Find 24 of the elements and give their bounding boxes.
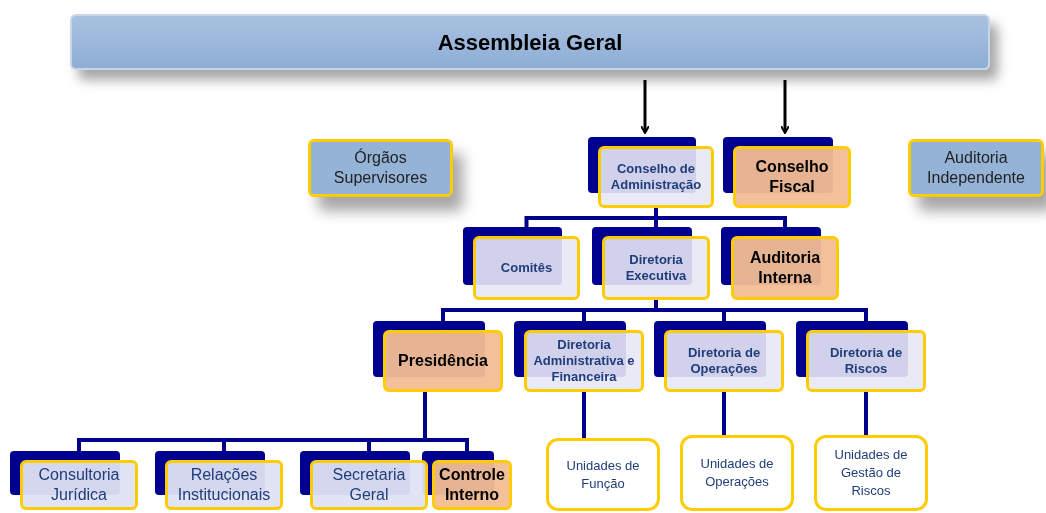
org-box: Presidência: [383, 330, 503, 392]
org-box: Diretoria Administrativa e Financeira: [524, 330, 644, 392]
org-box: Órgãos Supervisores: [308, 139, 453, 197]
org-box: Secretaria Geral: [310, 460, 428, 510]
connector-line: [722, 392, 726, 435]
org-box: Consultoria Jurídica: [20, 460, 138, 510]
org-box: Unidades de Gestão de Riscos: [814, 435, 928, 511]
org-box: Diretoria de Operações: [664, 330, 784, 392]
org-box: Unidades de Operações: [680, 435, 794, 511]
org-box: Unidades de Função: [546, 438, 660, 511]
title-banner: Assembleia Geral: [70, 14, 990, 70]
arrow: [780, 80, 790, 134]
org-box: Auditoria Interna: [731, 236, 839, 300]
org-box: Conselho Fiscal: [733, 146, 851, 208]
org-box: Controle Interno: [432, 460, 512, 510]
org-box: Conselho de Administração: [598, 146, 714, 208]
org-box: Diretoria de Riscos: [806, 330, 926, 392]
org-box: Relações Institucionais: [165, 460, 283, 510]
arrow: [640, 80, 650, 134]
connector-line: [582, 392, 586, 438]
org-box: Diretoria Executiva: [602, 236, 710, 300]
org-box: Comitês: [473, 236, 580, 300]
org-box: Auditoria Independente: [908, 139, 1044, 197]
connector-line: [864, 392, 868, 435]
